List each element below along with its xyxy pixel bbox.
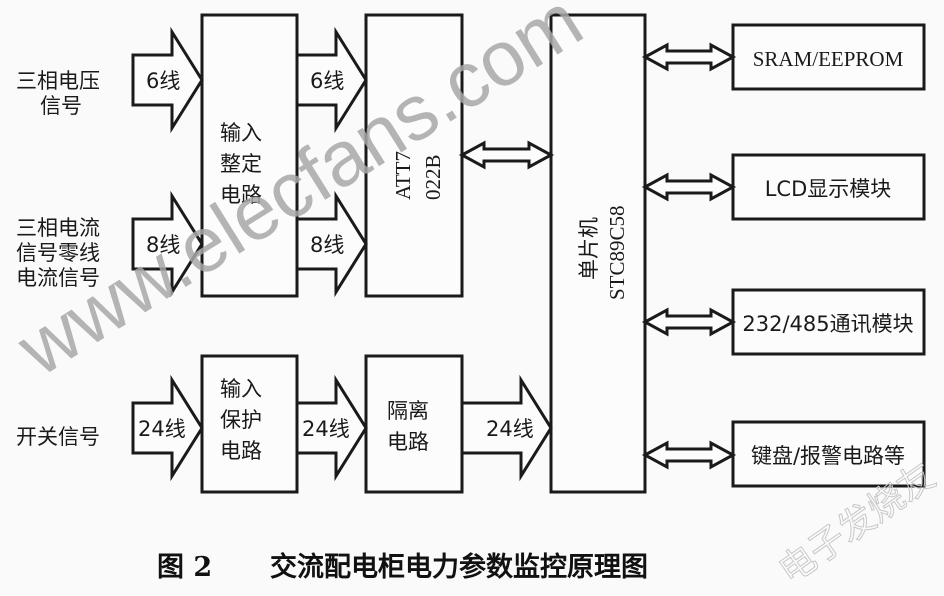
- arrow-label-voltage-out: 6线: [310, 69, 344, 93]
- input-shaping-label-1: 输入: [220, 121, 262, 145]
- input-protect-label-1: 输入: [220, 377, 262, 401]
- figure-title: 交流配电柜电力参数监控原理图: [270, 551, 648, 583]
- bus-arrow-comm: [641, 307, 737, 337]
- att-label-2: 022B: [421, 154, 445, 200]
- input-protect-label-3: 电路: [220, 439, 262, 463]
- isolation-block: [364, 354, 464, 494]
- arrow-current-out: [295, 190, 368, 298]
- mcu-label-2: STC89C58: [605, 205, 629, 300]
- current-input-label-1: 三相电流: [16, 216, 100, 240]
- peripheral-label-sram: SRAM/EEPROM: [753, 47, 904, 71]
- input-shaping-label-3: 电路: [220, 183, 262, 207]
- peripheral-label-keyboard: 键盘/报警电路等: [751, 444, 905, 468]
- mcu-block: [549, 13, 647, 494]
- arrow-current-in: [131, 190, 204, 298]
- bus-arrow-att-mcu: [458, 140, 555, 170]
- mcu-label-1: 单片机: [577, 217, 601, 280]
- isolation-label-1: 隔离: [387, 399, 429, 423]
- arrow-label-switch-mid: 24线: [302, 417, 350, 441]
- arrow-voltage-in: [131, 26, 204, 134]
- peripheral-label-comm: 232/485通讯模块: [742, 312, 913, 336]
- peripheral-label-lcd: LCD显示模块: [765, 177, 892, 201]
- isolation-label-2: 电路: [387, 430, 429, 454]
- current-input-label-2: 信号零线: [16, 241, 100, 265]
- arrow-voltage-out: [295, 26, 368, 134]
- bus-arrow-sram: [641, 42, 737, 72]
- figure-number: 图 2: [157, 552, 212, 583]
- voltage-input-label-2: 信号: [40, 94, 82, 118]
- arrow-label-switch-in: 24线: [138, 417, 186, 441]
- arrow-label-current-out: 8线: [310, 233, 344, 257]
- att-label-1: ATT7: [391, 151, 415, 200]
- bus-arrow-keyboard: [641, 440, 737, 470]
- arrow-label-current-in: 8线: [146, 233, 180, 257]
- comm-block: [731, 288, 926, 356]
- voltage-input-label-1: 三相电压: [16, 69, 100, 93]
- current-input-label-3: 电流信号: [16, 266, 100, 290]
- input-shaping-label-2: 整定: [220, 152, 262, 176]
- arrow-label-switch-out: 24线: [486, 417, 534, 441]
- arrow-switch-out: [460, 374, 553, 482]
- att7022b-block: [364, 13, 464, 298]
- arrow-switch-mid: [295, 374, 368, 482]
- switch-input-label: 开关信号: [16, 425, 100, 449]
- arrow-switch-in: [131, 374, 204, 482]
- bus-arrow-lcd: [641, 172, 737, 202]
- arrow-label-voltage-in: 6线: [146, 69, 180, 93]
- input-shaping-block: [200, 13, 299, 298]
- sram-eeprom-block: [731, 23, 926, 91]
- input-protect-label-2: 保护: [220, 408, 262, 432]
